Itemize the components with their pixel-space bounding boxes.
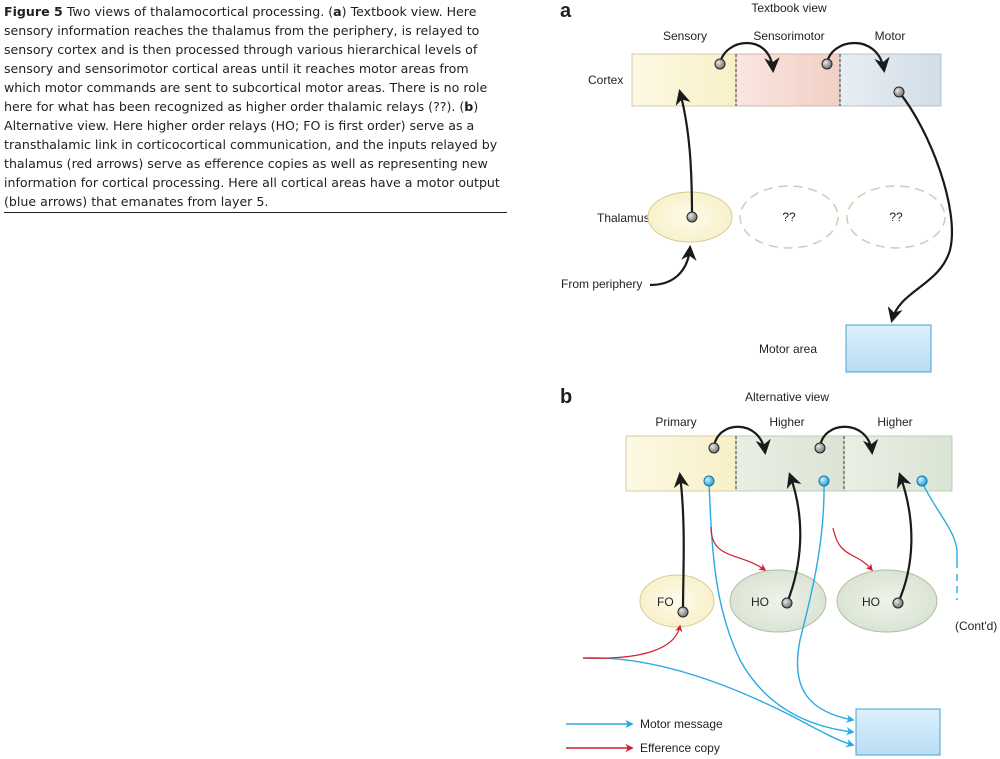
area-label-sensory: Sensory bbox=[663, 29, 707, 43]
caption-b-letter: b bbox=[464, 99, 474, 114]
motor-area-box bbox=[845, 324, 932, 373]
sensory-to-sensorimotor-arrow bbox=[718, 42, 780, 74]
neuron-dot bbox=[677, 606, 689, 618]
neuron-dot bbox=[714, 58, 726, 70]
cortex-label: Cortex bbox=[588, 73, 623, 87]
neuron-dot bbox=[821, 58, 833, 70]
layer5-neuron-dot bbox=[703, 475, 715, 487]
sensorimotor-to-motor-arrow bbox=[825, 42, 890, 74]
area-label-higher: Higher bbox=[877, 415, 912, 429]
neuron-dot bbox=[781, 597, 793, 609]
legend-efference-label: Efference copy bbox=[640, 741, 720, 755]
neuron-dot bbox=[892, 597, 904, 609]
motor-to-motor-area-arrow bbox=[887, 91, 954, 323]
thalamus-label: Thalamus bbox=[597, 211, 650, 225]
panel-a-letter: a bbox=[560, 0, 572, 22]
figure-caption: Figure 5 Two views of thalamocortical pr… bbox=[4, 2, 507, 213]
periphery-label: From periphery bbox=[561, 277, 642, 291]
panel-b-title: Alternative view bbox=[745, 390, 829, 404]
caption-intro: Two views of thalamocortical processing.… bbox=[66, 4, 334, 19]
contd-label: (Cont'd) bbox=[955, 619, 997, 633]
ho-to-higher-arrow bbox=[785, 472, 802, 604]
neuron-dot bbox=[893, 86, 905, 98]
caption-figure-label: Figure 5 bbox=[4, 4, 63, 19]
neuron-dot bbox=[686, 211, 698, 223]
caption-a-letter: a bbox=[333, 4, 342, 19]
periphery-to-thalamus-arrow bbox=[649, 244, 697, 287]
legend-motor-label: Motor message bbox=[640, 717, 723, 731]
panel-b: b Alternative view Primary Higher Higher… bbox=[560, 386, 997, 756]
ho-relay-ellipse bbox=[729, 569, 827, 633]
ho-relay-ellipse bbox=[836, 569, 938, 633]
area-label-higher: Higher bbox=[769, 415, 804, 429]
unknown-relay-label: ?? bbox=[889, 210, 903, 224]
ho-label: HO bbox=[862, 595, 880, 609]
panel-b-letter: b bbox=[560, 386, 572, 408]
primary-to-higher-arrow bbox=[712, 425, 771, 456]
motor-area-label: Motor area bbox=[759, 342, 817, 356]
area-label-primary: Primary bbox=[655, 415, 696, 429]
unknown-relay-label: ?? bbox=[782, 210, 796, 224]
panel-a-title: Textbook view bbox=[751, 1, 827, 15]
ho-label: HO bbox=[751, 595, 769, 609]
efference-copy-arrow bbox=[832, 527, 873, 572]
layer5-neuron-dot bbox=[916, 475, 928, 487]
area-label-sensorimotor: Sensorimotor bbox=[753, 29, 824, 43]
ho-to-higher-arrow bbox=[896, 472, 913, 604]
legend: Motor message Efference copy bbox=[566, 717, 723, 755]
fo-relay-ellipse bbox=[639, 574, 715, 628]
neuron-dot bbox=[708, 442, 720, 454]
motor-input-arrow bbox=[582, 657, 855, 748]
neuron-dot bbox=[814, 442, 826, 454]
panel-a: a Textbook view Sensory Sensorimotor Mot… bbox=[560, 0, 954, 373]
cortex-higher-box bbox=[843, 435, 953, 492]
motor-output-arrow bbox=[708, 481, 855, 736]
caption-b-text: ) Alternative view. Here higher order re… bbox=[4, 99, 500, 209]
area-label-motor: Motor bbox=[875, 29, 906, 43]
fo-to-primary-arrow bbox=[673, 471, 690, 613]
efference-copy-arrow bbox=[582, 624, 683, 659]
thalamus-to-sensory-arrow bbox=[675, 89, 694, 218]
motor-output-line bbox=[921, 481, 958, 568]
unknown-relay-ellipse bbox=[846, 185, 946, 249]
efference-copy-arrow bbox=[710, 526, 767, 571]
caption-a-text: ) Textbook view. Here sensory informatio… bbox=[4, 4, 488, 114]
unknown-relay-ellipse bbox=[739, 185, 839, 249]
fo-label: FO bbox=[657, 595, 674, 609]
motor-area-box-b bbox=[855, 708, 941, 756]
layer5-neuron-dot bbox=[818, 475, 830, 487]
motor-output-arrow bbox=[796, 481, 855, 723]
cortex-motor-box bbox=[839, 53, 942, 107]
higher-to-higher-arrow bbox=[818, 425, 879, 456]
